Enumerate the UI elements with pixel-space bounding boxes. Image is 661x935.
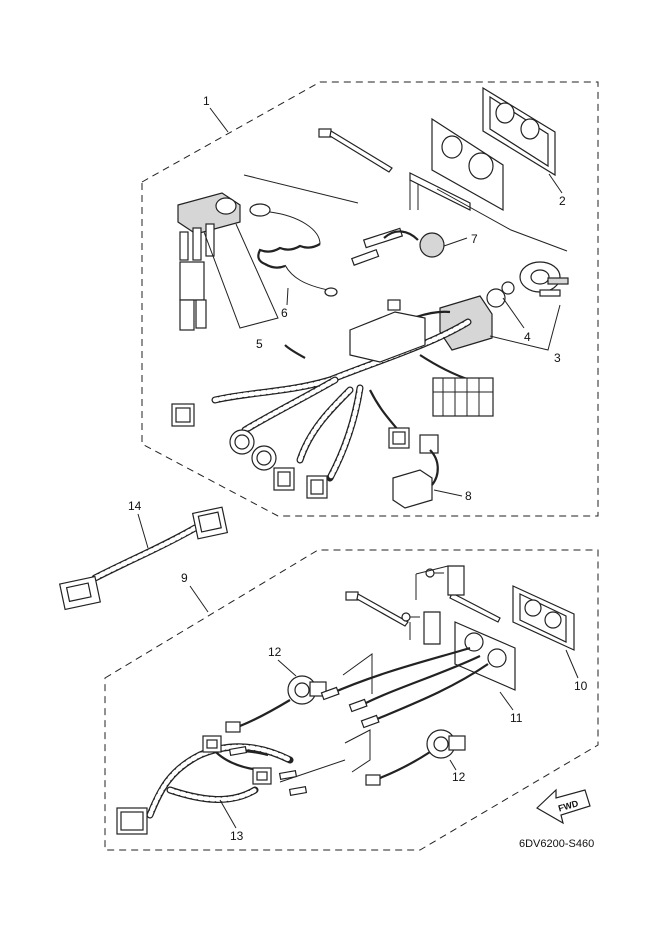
connector-small-c bbox=[306, 475, 328, 499]
connector-round-b bbox=[251, 445, 277, 471]
callout-10: 10 bbox=[574, 679, 588, 693]
connector-small-a bbox=[171, 403, 195, 427]
fwd-arrow-icon: FWD bbox=[536, 788, 591, 825]
harness-lower bbox=[146, 743, 294, 819]
seal-lower bbox=[512, 585, 575, 651]
harness-lower-connector-main bbox=[116, 807, 148, 835]
buzzer bbox=[350, 227, 445, 266]
callout-2: 2 bbox=[559, 194, 566, 208]
callout-13: 13 bbox=[230, 829, 244, 843]
main-switch bbox=[439, 261, 569, 351]
callout-8: 8 bbox=[465, 489, 472, 503]
assembly-1-outline bbox=[141, 81, 599, 517]
stop-switch bbox=[177, 192, 241, 331]
bracket-lower-b bbox=[409, 611, 441, 645]
screw-a bbox=[425, 568, 444, 578]
extension-harness bbox=[58, 506, 229, 611]
connector-20-pin bbox=[432, 377, 494, 417]
cable-tie-lower-b bbox=[449, 592, 501, 623]
assembly-9-outline bbox=[104, 549, 599, 851]
callout-12b: 12 bbox=[452, 770, 466, 784]
callout-6: 6 bbox=[281, 306, 288, 320]
callout-5: 5 bbox=[256, 337, 263, 351]
connector-small-d bbox=[388, 427, 410, 449]
callout-11: 11 bbox=[510, 711, 523, 725]
switch-upper bbox=[225, 675, 327, 733]
harness-lower-connector-a bbox=[202, 735, 222, 753]
connector-round-a bbox=[229, 429, 255, 455]
connector-block-upper bbox=[349, 299, 426, 363]
callout-7: 7 bbox=[471, 232, 478, 246]
callout-3: 3 bbox=[554, 351, 561, 365]
connector-small-b bbox=[273, 467, 295, 491]
connector-small-e bbox=[419, 434, 439, 454]
callout-9: 9 bbox=[181, 571, 188, 585]
panel-lower bbox=[454, 621, 516, 691]
callout-12a: 12 bbox=[268, 645, 282, 659]
callout-1: 1 bbox=[203, 94, 210, 108]
callout-14: 14 bbox=[128, 499, 142, 513]
panel-plate bbox=[409, 117, 504, 212]
switch-lower bbox=[365, 729, 466, 786]
callout-4: 4 bbox=[524, 330, 531, 344]
diagram-code: 6DV6200-S460 bbox=[519, 838, 594, 850]
screw-b bbox=[401, 612, 420, 622]
bracket-lower-a bbox=[415, 565, 465, 600]
fuse-box bbox=[392, 449, 439, 509]
rubber-seal bbox=[482, 86, 556, 177]
cable-tie-lower bbox=[345, 591, 409, 627]
cable-tie-upper bbox=[318, 128, 393, 173]
lanyard-clip bbox=[249, 203, 338, 297]
harness-lower-connector-b bbox=[252, 767, 272, 785]
